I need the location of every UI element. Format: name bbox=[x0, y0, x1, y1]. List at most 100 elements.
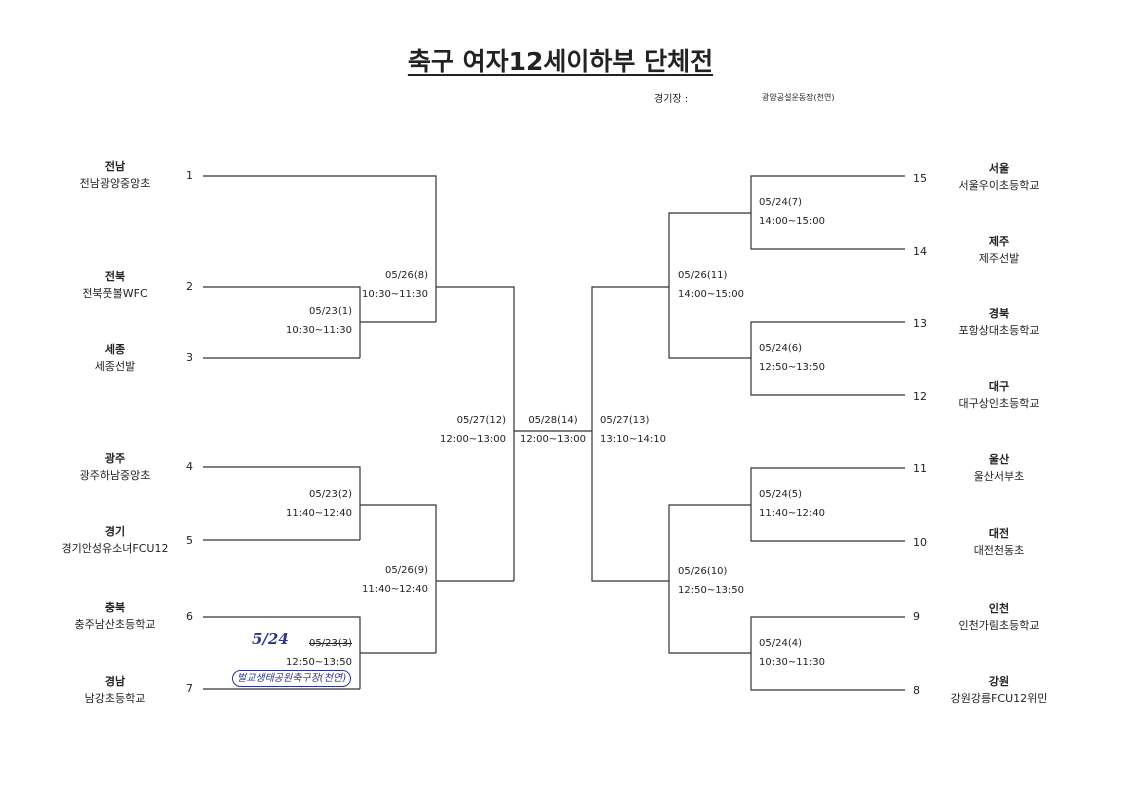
match-date: 05/24(6) bbox=[759, 343, 802, 354]
seed-number: 4 bbox=[186, 460, 193, 473]
bracket-line-team-6 bbox=[203, 616, 361, 689]
match-time: 12:50~13:50 bbox=[285, 657, 352, 668]
handwritten-venue: 벌교생태공원축구장(천연) bbox=[232, 670, 352, 687]
match-info: 05/23(2) 11:40~12:40 bbox=[270, 485, 352, 523]
match-time: 14:00~15:00 bbox=[759, 216, 826, 227]
team-school: 제주선발 bbox=[978, 252, 1020, 265]
match-time: 14:00~15:00 bbox=[678, 289, 745, 300]
team-entry: 대전 대전천동초 bbox=[914, 525, 1084, 559]
match-time: 12:00~13:00 bbox=[519, 434, 586, 445]
bracket-line-m2 bbox=[360, 504, 437, 653]
team-school: 광주하남중앙초 bbox=[79, 469, 151, 482]
team-entry: 인천 인천가림초등학교 bbox=[914, 600, 1084, 634]
seed-number: 1 bbox=[186, 169, 193, 182]
page-title: 축구 여자12세이하부 단체전 bbox=[407, 47, 714, 76]
venue-label: 경기장 : bbox=[654, 94, 689, 105]
match-date: 05/26(9) bbox=[385, 565, 428, 576]
bracket-line-m11-m10 bbox=[591, 286, 669, 582]
team-region: 강원 bbox=[988, 675, 1010, 688]
team-region: 대구 bbox=[988, 380, 1010, 393]
team-school: 전남광양중앙초 bbox=[79, 177, 151, 190]
seed-number: 3 bbox=[186, 351, 193, 364]
team-school: 대구상인초등학교 bbox=[958, 397, 1040, 410]
bracket-line-m5-m4 bbox=[668, 504, 751, 654]
match-date: 05/26(8) bbox=[385, 270, 428, 281]
team-entry: 경기 경기안성유소녀FCU12 bbox=[30, 523, 200, 557]
seed-number: 11 bbox=[913, 462, 927, 475]
team-school: 세종선발 bbox=[94, 360, 136, 373]
match-info-final: 05/28(14) 12:00~13:00 bbox=[514, 411, 592, 449]
team-school: 대전천동초 bbox=[973, 544, 1025, 557]
team-entry: 전북 전북풋볼WFC bbox=[30, 268, 200, 302]
team-school: 포항상대초등학교 bbox=[958, 324, 1040, 337]
team-school: 울산서부초 bbox=[973, 470, 1025, 483]
match-time: 10:30~11:30 bbox=[361, 289, 428, 300]
team-region: 서울 bbox=[988, 162, 1010, 175]
bracket-line-team-2 bbox=[203, 286, 361, 358]
bracket-line-m8 bbox=[436, 286, 515, 581]
seed-number: 6 bbox=[186, 610, 193, 623]
team-entry: 충북 충주남산초등학교 bbox=[30, 599, 200, 633]
seed-number: 5 bbox=[186, 534, 193, 547]
match-time: 11:40~12:40 bbox=[759, 508, 826, 519]
match-info: 05/24(5) 11:40~12:40 bbox=[759, 485, 849, 523]
venue-value: 광양공설운동장(천연) bbox=[762, 93, 835, 102]
team-entry: 전남 전남광양중앙초 bbox=[30, 158, 200, 192]
match-info: 05/24(6) 12:50~13:50 bbox=[759, 339, 849, 377]
match-date: 05/23(3) bbox=[309, 638, 352, 649]
match-info: 05/24(7) 14:00~15:00 bbox=[759, 193, 849, 231]
seed-number: 13 bbox=[913, 317, 927, 330]
team-region: 전남 bbox=[104, 160, 126, 173]
team-region: 세종 bbox=[104, 343, 126, 356]
team-region: 전북 bbox=[104, 270, 126, 283]
team-school: 인천가림초등학교 bbox=[958, 619, 1040, 632]
match-date: 05/24(4) bbox=[759, 638, 802, 649]
match-time: 12:00~13:00 bbox=[439, 434, 506, 445]
seed-number: 2 bbox=[186, 280, 193, 293]
team-entry: 대구 대구상인초등학교 bbox=[914, 378, 1084, 412]
match-info: 05/23(1) 10:30~11:30 bbox=[270, 302, 352, 340]
bracket-line-m7-m6 bbox=[668, 212, 751, 359]
match-date: 05/26(10) bbox=[678, 566, 728, 577]
team-entry: 세종 세종선발 bbox=[30, 341, 200, 375]
team-entry: 경북 포항상대초등학교 bbox=[914, 305, 1084, 339]
match-time: 10:30~11:30 bbox=[285, 325, 352, 336]
team-region: 인천 bbox=[988, 602, 1010, 615]
team-entry: 제주 제주선발 bbox=[914, 233, 1084, 267]
team-region: 대전 bbox=[988, 527, 1010, 540]
match-date: 05/23(1) bbox=[309, 306, 352, 317]
match-date: 05/27(13) bbox=[600, 415, 650, 426]
team-region: 제주 bbox=[988, 235, 1010, 248]
seed-number: 8 bbox=[913, 684, 920, 697]
match-time: 11:40~12:40 bbox=[361, 584, 428, 595]
team-school: 서울우이초등학교 bbox=[958, 179, 1040, 192]
seed-number: 15 bbox=[913, 172, 927, 185]
team-entry: 강원 강원강릉FCU12위민 bbox=[914, 673, 1084, 707]
team-region: 경북 bbox=[988, 307, 1010, 320]
team-region: 울산 bbox=[988, 453, 1010, 466]
match-date: 05/24(5) bbox=[759, 489, 802, 500]
match-info: 05/26(10) 12:50~13:50 bbox=[678, 562, 768, 600]
match-time: 13:10~14:10 bbox=[600, 434, 667, 445]
seed-number: 14 bbox=[913, 245, 927, 258]
seed-number: 9 bbox=[913, 610, 920, 623]
match-time: 12:50~13:50 bbox=[678, 585, 745, 596]
match-info: 05/27(12) 12:00~13:00 bbox=[424, 411, 506, 449]
match-date: 05/23(2) bbox=[309, 489, 352, 500]
seed-number: 7 bbox=[186, 682, 193, 695]
team-school: 남강초등학교 bbox=[84, 692, 146, 705]
match-date: 05/24(7) bbox=[759, 197, 802, 208]
match-info: 05/23(3) 12:50~13:50 bbox=[270, 634, 352, 672]
match-time: 10:30~11:30 bbox=[759, 657, 826, 668]
team-school: 경기안성유소녀FCU12 bbox=[61, 542, 169, 555]
match-info: 05/26(8) 10:30~11:30 bbox=[346, 266, 428, 304]
team-entry: 울산 울산서부초 bbox=[914, 451, 1084, 485]
match-info: 05/24(4) 10:30~11:30 bbox=[759, 634, 849, 672]
seed-number: 12 bbox=[913, 390, 927, 403]
team-school: 전북풋볼WFC bbox=[82, 287, 148, 300]
match-info: 05/27(13) 13:10~14:10 bbox=[600, 411, 690, 449]
bracket-line-team-1 bbox=[203, 175, 437, 322]
handwritten-date: 5/24 bbox=[252, 630, 289, 648]
match-info: 05/26(9) 11:40~12:40 bbox=[346, 561, 428, 599]
